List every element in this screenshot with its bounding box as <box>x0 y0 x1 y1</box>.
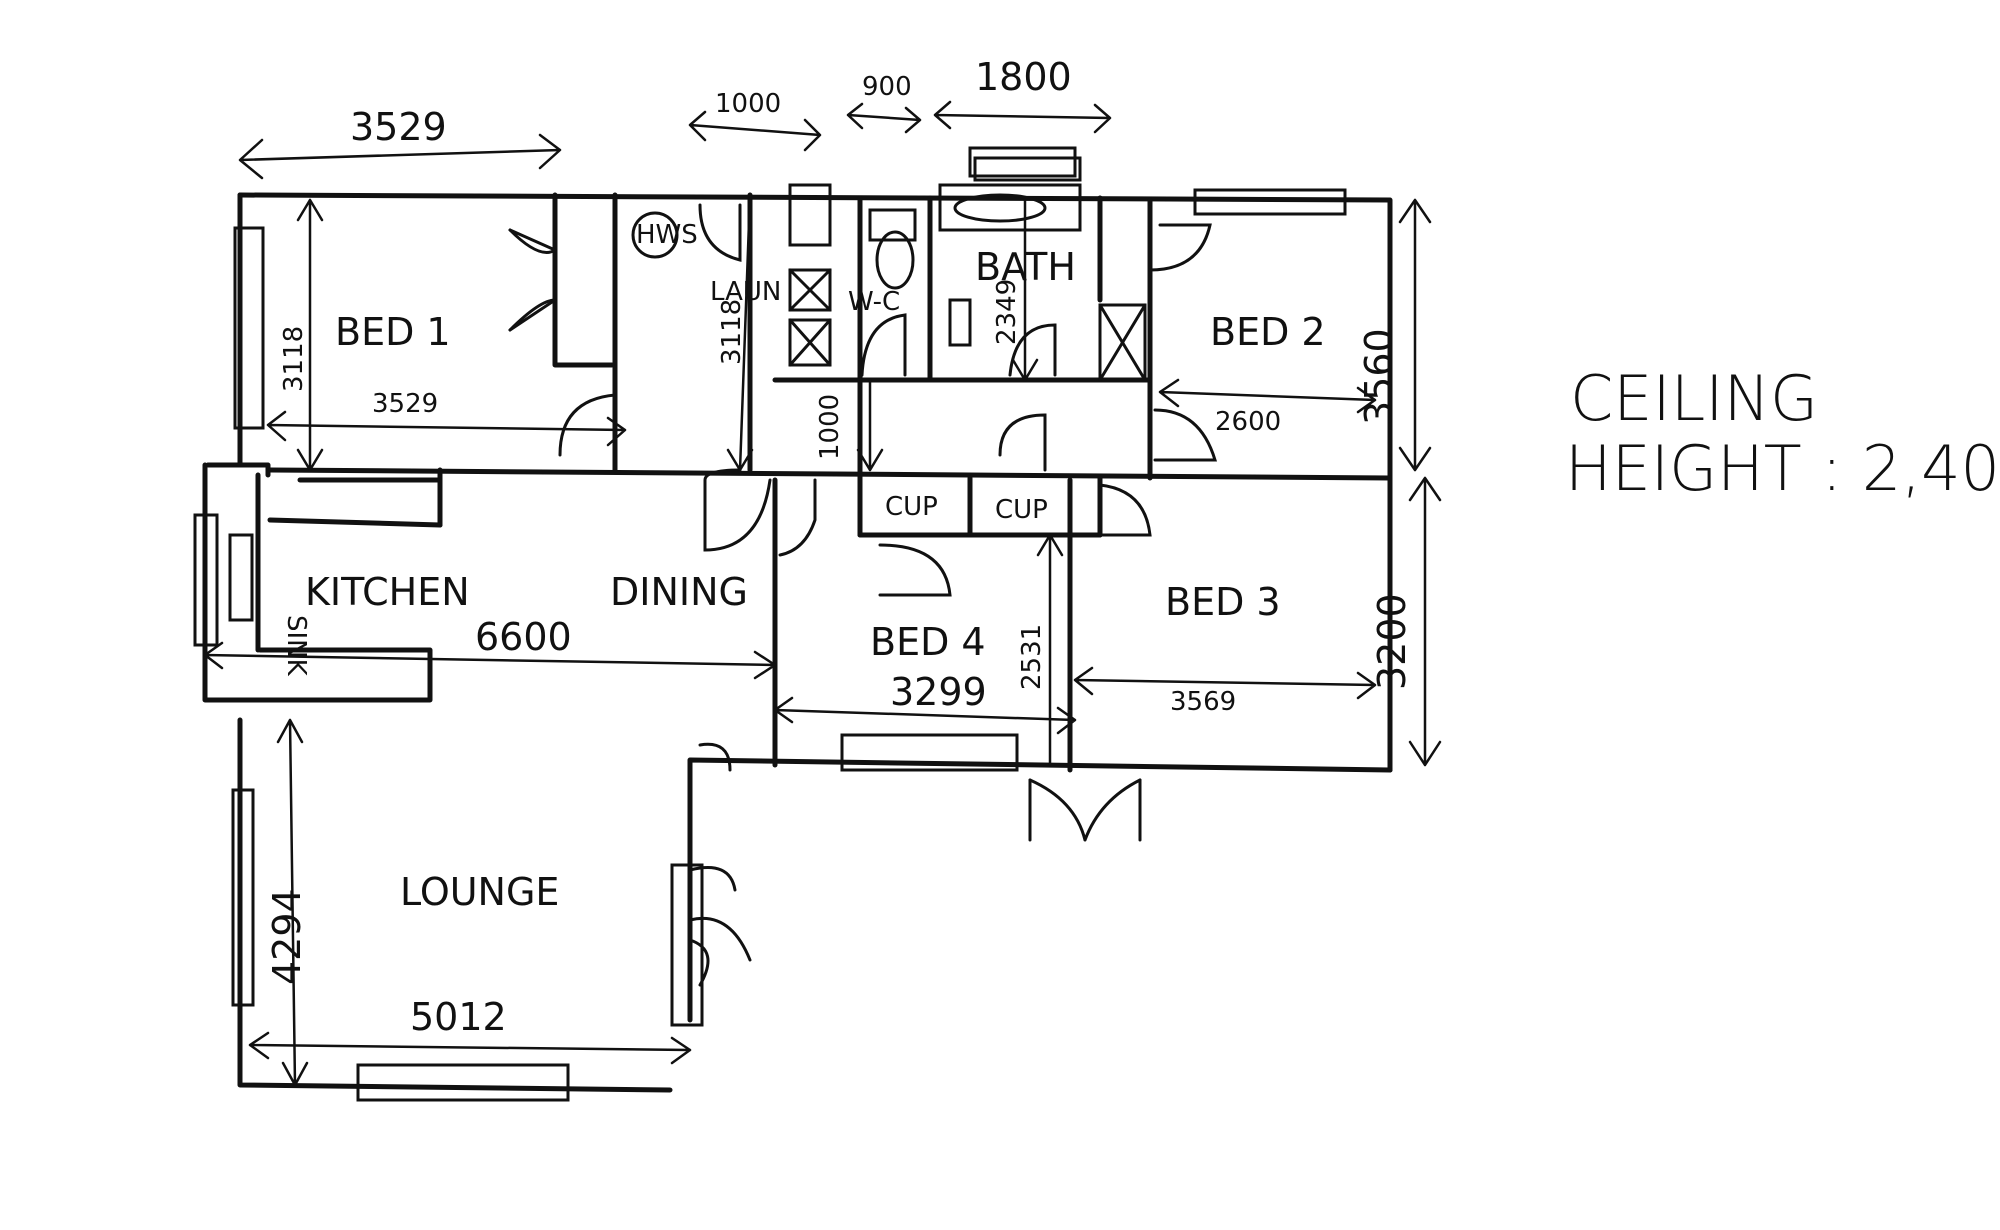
dim-bed1-width: 3529 <box>372 389 438 419</box>
dim-bed2-width: 2600 <box>1215 407 1281 437</box>
interior-walls <box>255 192 1393 773</box>
room-label-cupboard-2: CUP <box>995 495 1048 525</box>
fixtures <box>228 156 1147 622</box>
dimension-numbers: 3529 3529 3118 1000 900 1800 2349 3118 1… <box>265 55 1414 1039</box>
dim-laundry-depth: 3118 <box>717 299 747 365</box>
dim-laundry-width: 1000 <box>715 89 781 119</box>
outer-walls <box>202 192 1393 1093</box>
dim-bath-width: 1800 <box>975 55 1072 99</box>
dim-bed1-depth: 3118 <box>279 326 309 392</box>
room-label-cupboard-1: CUP <box>885 492 938 522</box>
room-label-bed3: BED 3 <box>1165 580 1281 624</box>
room-label-bed1: BED 1 <box>335 310 451 354</box>
dim-bed1-top: 3529 <box>350 105 447 149</box>
note-line-1: CEILING <box>1570 362 1818 435</box>
room-labels: BED 1 BED 2 BED 3 BED 4 BATH W-C LAUN KI… <box>281 220 1326 914</box>
room-label-bed4: BED 4 <box>870 620 986 664</box>
label-sink: SINK <box>281 615 311 677</box>
dim-bed4-width: 3299 <box>890 670 987 714</box>
ceiling-height-note: CEILING HEIGHT : 2,400 <box>1565 362 2000 505</box>
room-label-dining: DINING <box>610 570 748 614</box>
dim-hall-width: 1000 <box>815 394 845 460</box>
room-label-bed2: BED 2 <box>1210 310 1326 354</box>
room-label-kitchen: KITCHEN <box>305 570 470 614</box>
note-line-2: HEIGHT : 2,400 <box>1565 432 2000 505</box>
dim-lounge-width: 5012 <box>410 995 507 1039</box>
dim-bed3-depth: 3200 <box>1370 593 1414 690</box>
dim-bed4-depth: 2531 <box>1017 624 1047 690</box>
dim-bed2-depth: 3560 <box>1357 328 1401 425</box>
room-label-lounge: LOUNGE <box>400 870 559 914</box>
windows <box>193 146 1347 1102</box>
dim-wc-width: 900 <box>862 72 912 102</box>
dim-bath-depth: 2349 <box>992 279 1022 345</box>
dim-kitchen-dining-width: 6600 <box>475 615 572 659</box>
doors <box>508 203 1218 987</box>
room-label-laundry: LAUN <box>710 277 781 307</box>
room-label-wc: W-C <box>848 287 900 317</box>
dim-bed3-width: 3569 <box>1170 687 1236 717</box>
room-label-bath: BATH <box>975 245 1076 289</box>
dimension-lines <box>203 100 1442 1087</box>
dim-lounge-depth: 4294 <box>265 888 309 985</box>
label-hws: HWS <box>636 220 698 250</box>
